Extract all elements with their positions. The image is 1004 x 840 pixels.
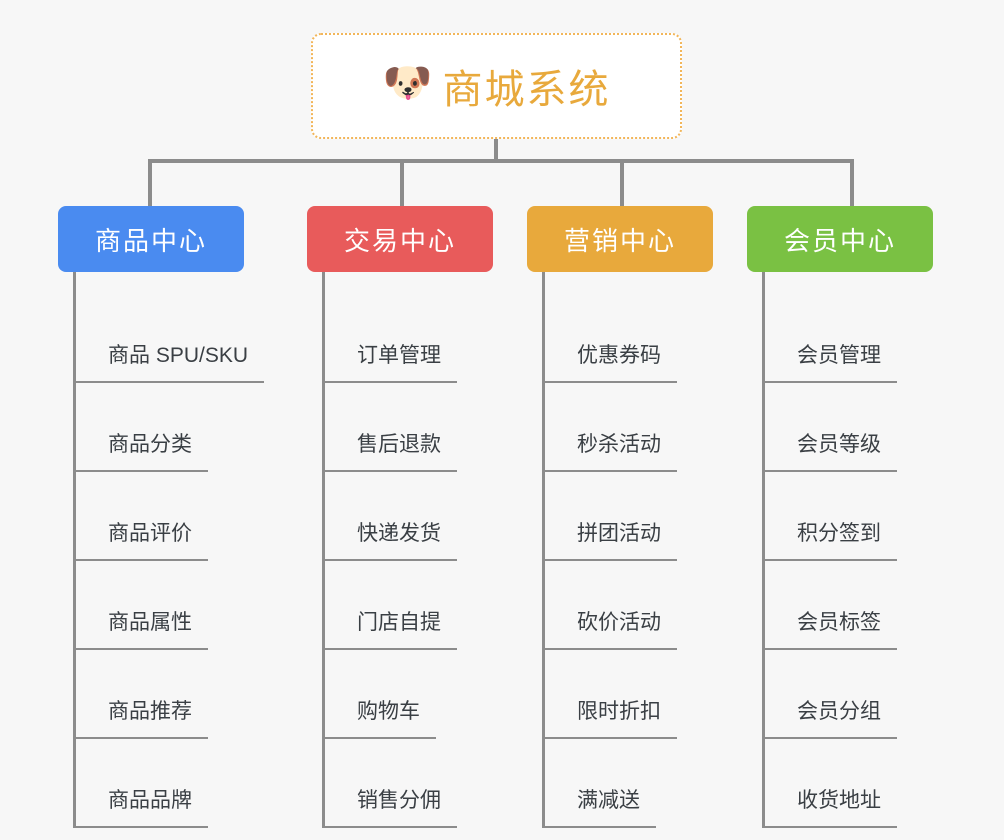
list-item: 优惠券码 <box>545 294 713 383</box>
leaf-stack-product-center: 商品 SPU/SKU 商品分类 商品评价 商品属性 商品推荐 商品品牌 <box>73 272 265 828</box>
leaf-label[interactable]: 会员标签 <box>765 604 897 650</box>
leaf-label[interactable]: 快递发货 <box>325 515 457 561</box>
list-item: 购物车 <box>325 650 493 739</box>
leaf-label[interactable]: 售后退款 <box>325 426 457 472</box>
leaf-stack-trade-center: 订单管理 售后退款 快递发货 门店自提 购物车 销售分佣 <box>322 272 493 828</box>
leaf-label[interactable]: 商品评价 <box>76 515 208 561</box>
branch-column-trade-center: 交易中心 订单管理 售后退款 快递发货 门店自提 购物车 销售分佣 <box>307 206 493 828</box>
list-item: 商品分类 <box>76 383 244 472</box>
leaf-label[interactable]: 商品推荐 <box>76 693 208 739</box>
category-label: 商品中心 <box>94 225 207 256</box>
drop-connector-1 <box>148 159 152 206</box>
list-item: 拼团活动 <box>545 472 713 561</box>
leaf-label[interactable]: 收货地址 <box>765 782 897 828</box>
list-item: 商品评价 <box>76 472 244 561</box>
leaf-label[interactable]: 积分签到 <box>765 515 897 561</box>
list-item: 会员管理 <box>765 294 933 383</box>
leaf-label[interactable]: 购物车 <box>325 693 436 739</box>
leaf-label[interactable]: 商品属性 <box>76 604 208 650</box>
list-item: 秒杀活动 <box>545 383 713 472</box>
leaf-stack-member-center: 会员管理 会员等级 积分签到 会员标签 会员分组 收货地址 <box>762 272 933 828</box>
leaf-label[interactable]: 砍价活动 <box>545 604 677 650</box>
drop-connector-2 <box>400 159 404 206</box>
leaf-label[interactable]: 门店自提 <box>325 604 457 650</box>
leaf-label[interactable]: 商品 SPU/SKU <box>76 337 265 383</box>
leaf-label[interactable]: 会员分组 <box>765 693 897 739</box>
list-item: 收货地址 <box>765 739 933 828</box>
category-box-product-center[interactable]: 商品中心 <box>58 206 244 272</box>
leaf-label[interactable]: 拼团活动 <box>545 515 677 561</box>
branch-column-product-center: 商品中心 商品 SPU/SKU 商品分类 商品评价 商品属性 商品推荐 商品品牌 <box>58 206 265 828</box>
list-item: 销售分佣 <box>325 739 493 828</box>
category-label: 交易中心 <box>343 225 456 256</box>
horizontal-bus-connector <box>148 159 854 163</box>
list-item: 商品品牌 <box>76 739 244 828</box>
list-item: 会员分组 <box>765 650 933 739</box>
leaf-label[interactable]: 限时折扣 <box>545 693 677 739</box>
leaf-label[interactable]: 商品品牌 <box>76 782 208 828</box>
leaf-label[interactable]: 订单管理 <box>325 337 457 383</box>
list-item: 满减送 <box>545 739 713 828</box>
list-item: 快递发货 <box>325 472 493 561</box>
list-item: 积分签到 <box>765 472 933 561</box>
list-item: 商品 SPU/SKU <box>76 294 265 383</box>
root-stem-connector <box>494 139 498 162</box>
leaf-label[interactable]: 会员管理 <box>765 337 897 383</box>
leaf-label[interactable]: 满减送 <box>545 782 656 828</box>
branch-column-marketing-center: 营销中心 优惠券码 秒杀活动 拼团活动 砍价活动 限时折扣 满减送 <box>527 206 713 828</box>
leaf-label[interactable]: 商品分类 <box>76 426 208 472</box>
list-item: 会员标签 <box>765 561 933 650</box>
leaf-label[interactable]: 优惠券码 <box>545 337 677 383</box>
root-node[interactable]: 🐶 商城系统 <box>311 33 682 139</box>
list-item: 砍价活动 <box>545 561 713 650</box>
root-title: 商城系统 <box>442 68 611 112</box>
list-item: 限时折扣 <box>545 650 713 739</box>
branch-column-member-center: 会员中心 会员管理 会员等级 积分签到 会员标签 会员分组 收货地址 <box>747 206 933 828</box>
category-box-member-center[interactable]: 会员中心 <box>747 206 933 272</box>
list-item: 会员等级 <box>765 383 933 472</box>
list-item: 商品属性 <box>76 561 244 650</box>
category-label: 会员中心 <box>783 225 896 256</box>
drop-connector-3 <box>620 159 624 206</box>
category-box-trade-center[interactable]: 交易中心 <box>307 206 493 272</box>
leaf-stack-marketing-center: 优惠券码 秒杀活动 拼团活动 砍价活动 限时折扣 满减送 <box>542 272 713 828</box>
list-item: 商品推荐 <box>76 650 244 739</box>
leaf-label[interactable]: 销售分佣 <box>325 782 457 828</box>
drop-connector-4 <box>850 159 854 206</box>
leaf-label[interactable]: 会员等级 <box>765 426 897 472</box>
dog-face-icon: 🐶 <box>382 61 433 105</box>
list-item: 门店自提 <box>325 561 493 650</box>
leaf-label[interactable]: 秒杀活动 <box>545 426 677 472</box>
list-item: 订单管理 <box>325 294 493 383</box>
category-box-marketing-center[interactable]: 营销中心 <box>527 206 713 272</box>
list-item: 售后退款 <box>325 383 493 472</box>
category-label: 营销中心 <box>563 225 676 256</box>
